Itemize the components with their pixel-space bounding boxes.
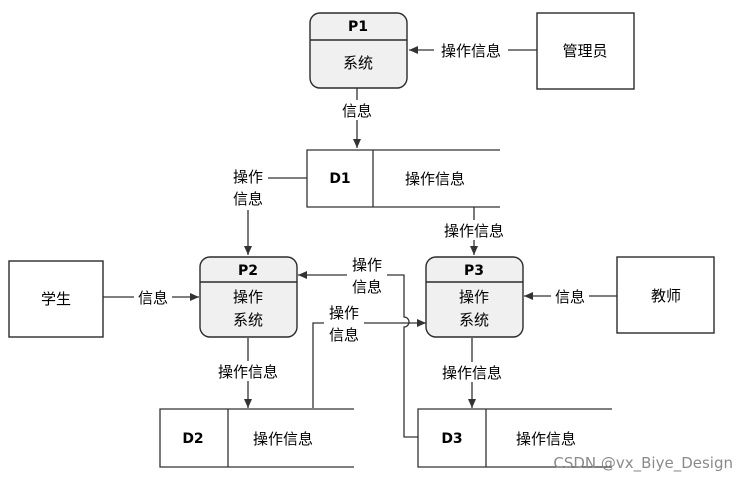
store-d3: D3 操作信息	[417, 408, 612, 468]
store-d3-id: D3	[441, 431, 462, 447]
flow-label-d2-to-p3-line2: 信息	[329, 326, 359, 344]
entity-teacher-label: 教师	[651, 287, 681, 305]
flow-label-bg-admin	[434, 40, 508, 60]
process-p2-name-line2: 系统	[233, 311, 263, 329]
process-p3-name-line2: 系统	[459, 311, 489, 329]
process-p1: P1 系统	[309, 12, 408, 89]
process-p3-name-line1: 操作	[459, 288, 489, 306]
flow-label-d3-to-p2-line1: 操作	[352, 256, 382, 274]
store-d2-bg	[160, 409, 354, 467]
process-p1-id: P1	[348, 19, 368, 35]
flow-label-d1-to-p2-line2: 信息	[233, 190, 263, 208]
flow-label-bg-d1-p3	[437, 220, 511, 240]
store-d1-id: D1	[329, 171, 350, 187]
flow-label-d3-to-p2-line2: 信息	[352, 278, 382, 296]
store-d1: D1 操作信息	[306, 149, 500, 208]
entity-student-label: 学生	[41, 290, 71, 308]
entity-student-box	[8, 260, 104, 338]
entity-teacher: 教师	[616, 256, 715, 334]
flow-label-bg-d3-p2	[347, 254, 387, 298]
process-p2-id: P2	[238, 263, 258, 279]
flow-label-p3-to-d3: 操作信息	[442, 364, 502, 382]
flow-labels: 操作信息 信息 操作 信息 操作信息 信息 信息 操作信息 操作信息 操作 信息…	[134, 40, 589, 382]
entity-student: 学生	[8, 260, 104, 338]
flow-label-bg-p3-d3	[435, 362, 509, 382]
store-d3-outline	[417, 408, 612, 468]
flow-label-admin-to-p1: 操作信息	[441, 42, 501, 60]
watermark: CSDN @vx_Biye_Design	[553, 454, 733, 473]
store-d3-bg	[418, 409, 612, 467]
flow-label-bg-d2-p3	[324, 302, 364, 346]
store-d2-name: 操作信息	[253, 430, 313, 448]
flow-label-bg-p2-d2	[211, 361, 285, 381]
process-p2: P2 操作 系统	[199, 256, 298, 338]
flow-label-d1-to-p3: 操作信息	[444, 222, 504, 240]
process-p1-name: 系统	[343, 54, 373, 72]
process-p2-name-line1: 操作	[233, 288, 263, 306]
store-d2-outline	[159, 408, 354, 468]
flow-d3-to-p2	[298, 271, 418, 438]
entity-teacher-box	[616, 256, 715, 334]
process-p3-box	[425, 256, 524, 338]
store-d2: D2 操作信息	[159, 408, 354, 468]
store-d3-name: 操作信息	[516, 430, 576, 448]
flow-label-bg-teacher	[551, 286, 589, 306]
process-p3-id: P3	[464, 263, 484, 279]
flow-label-bg-d1-p2	[228, 166, 268, 210]
process-p3: P3 操作 系统	[425, 256, 524, 338]
process-p2-box	[199, 256, 298, 338]
flow-label-bg-p1-d1	[338, 100, 376, 120]
flow-label-teacher-to-p3: 信息	[555, 288, 585, 306]
flow-label-p1-to-d1: 信息	[342, 102, 372, 120]
store-d1-bg	[307, 150, 500, 207]
flow-label-bg-student	[134, 287, 172, 307]
flow-d2-to-p3	[312, 319, 426, 408]
store-d1-name: 操作信息	[405, 170, 465, 188]
flow-label-p2-to-d2: 操作信息	[218, 363, 278, 381]
entity-admin-label: 管理员	[562, 42, 607, 60]
process-p1-box	[309, 12, 408, 89]
store-d1-outline	[306, 149, 500, 208]
entity-admin: 管理员	[536, 12, 635, 90]
store-d2-id: D2	[182, 431, 203, 447]
flow-label-d2-to-p3-line1: 操作	[329, 304, 359, 322]
flow-label-d1-to-p2-line1: 操作	[233, 168, 263, 186]
flow-label-student-to-p2: 信息	[138, 289, 168, 307]
entity-admin-box	[536, 12, 635, 90]
